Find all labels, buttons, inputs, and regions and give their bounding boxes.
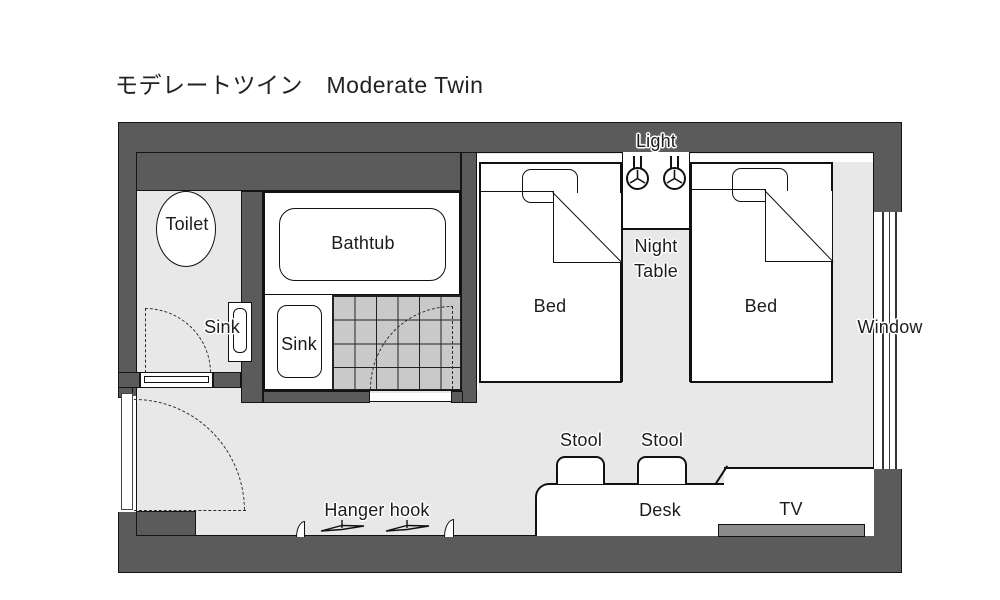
sink-toilet-fixture [228, 302, 252, 362]
hanger-hook-icon-2 [385, 519, 430, 537]
wall-bottom-left-block [136, 511, 196, 536]
shower-door-line [452, 306, 453, 389]
bed-left-fold-bottom [553, 261, 622, 263]
bed-right-blanket-line [690, 189, 766, 191]
sink-toilet-basin [233, 308, 247, 353]
bed-right-fold-area [766, 191, 832, 261]
label-tv: TV [779, 499, 803, 519]
bed-left-fold-edge [553, 192, 554, 263]
window-glass-line-1 [888, 212, 890, 469]
bed-left-blanket-line [479, 191, 554, 193]
reading-light-right-icon [663, 167, 686, 190]
stool-left-fixture [556, 456, 605, 484]
label-sink-bath: Sink [281, 334, 317, 354]
page-title: モデレートツイン Moderate Twin [115, 72, 484, 98]
tv-unit [718, 524, 865, 537]
entry-door-leaf [121, 393, 133, 510]
wall-toilet-bath-divider [241, 191, 263, 403]
wall-bath-bedroom-divider [461, 152, 477, 403]
label-hanger-hook: Hanger hook [324, 500, 430, 520]
window-frame-line [882, 212, 884, 469]
sink-bath-fixture [277, 305, 322, 378]
bed-right-fold-bottom [765, 260, 833, 262]
bathroom-divider-line [264, 293, 460, 295]
wall-top-thick [136, 152, 461, 191]
hanger-hook-icon-1 [320, 519, 365, 537]
window [874, 212, 902, 469]
label-stool-left: Stool [559, 430, 603, 450]
bathroom-door-gap [370, 393, 451, 402]
wall-toilet-stub-left [118, 372, 140, 388]
bedroom-left-strip [475, 154, 479, 390]
toilet-door-leaf [144, 375, 209, 383]
label-bed-right: Bed [744, 296, 778, 316]
toilet-fixture [156, 191, 216, 267]
label-bed-left: Bed [533, 296, 567, 316]
wall-bath-bottom-stub [451, 391, 463, 403]
stool-right-fixture [637, 456, 687, 484]
label-sink-toilet: Sink [204, 317, 240, 337]
bathtub-fixture [279, 208, 446, 281]
toilet-door-swing-radius [145, 308, 146, 373]
label-window: Window [857, 317, 923, 337]
bed-right-fold-edge [765, 190, 766, 262]
lamp-left-stem [633, 156, 642, 168]
reading-light-left-icon [626, 167, 649, 190]
night-table [622, 229, 690, 382]
label-light: Light [635, 131, 677, 151]
label-stool-right: Stool [640, 430, 684, 450]
label-desk: Desk [639, 500, 681, 520]
bed-left-fold-area [554, 193, 621, 262]
wall-hook-fin-left [296, 521, 305, 537]
entry-door-swing-radius [134, 510, 246, 511]
label-night-table: Night Table [633, 236, 679, 281]
label-toilet: Toilet [165, 214, 209, 234]
wall-toilet-stub-right [213, 372, 241, 388]
wall-bath-bottom [263, 391, 370, 403]
window-glass-line-2 [895, 212, 897, 469]
label-bathtub: Bathtub [331, 233, 395, 253]
lamp-right-stem [670, 156, 679, 168]
